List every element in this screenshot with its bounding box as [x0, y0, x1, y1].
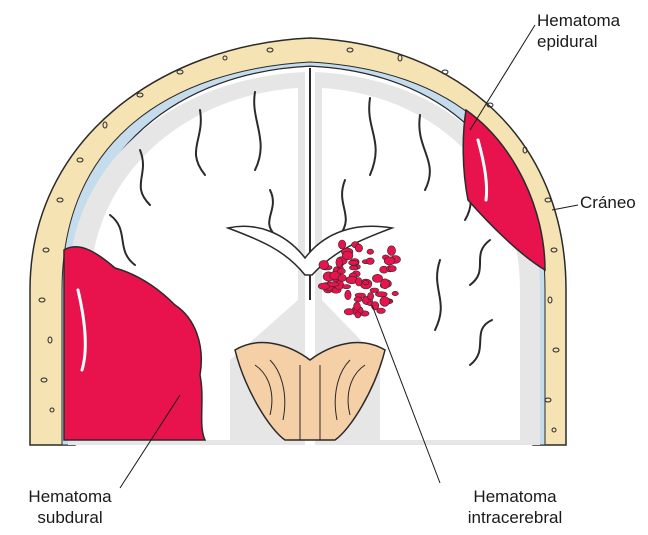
blood-clot-blob — [368, 293, 374, 301]
label-subdural-line1: Hematoma — [10, 486, 130, 507]
label-skull-text: Cráneo — [580, 192, 636, 213]
blood-clot-blob — [381, 279, 390, 289]
blood-clot-blob — [366, 258, 374, 265]
blood-clot-blob — [355, 312, 361, 318]
blood-clot-blob — [388, 266, 396, 272]
label-skull: Cráneo — [580, 192, 636, 213]
blood-clot-blob — [336, 257, 343, 267]
blood-clot-blob — [380, 297, 390, 307]
label-epidural-line2: epidural — [537, 31, 620, 52]
blood-clot-blob — [328, 282, 339, 287]
blood-clot-blob — [392, 291, 398, 295]
blood-clot-blob — [345, 290, 351, 300]
blood-clot-blob — [349, 260, 359, 265]
label-intracerebral-hematoma: Hematoma intracerebral — [450, 486, 580, 528]
label-intracerebral-line1: Hematoma — [450, 486, 580, 507]
label-epidural-hematoma: Hematoma epidural — [537, 10, 620, 52]
blood-clot-blob — [337, 269, 345, 274]
blood-clot-blob — [344, 309, 354, 315]
blood-clot-blob — [377, 308, 386, 313]
blood-clot-blob — [354, 297, 362, 302]
label-epidural-line1: Hematoma — [537, 10, 620, 31]
blood-clot-blob — [338, 274, 346, 281]
blood-clot-blob — [354, 302, 361, 310]
blood-clot-blob — [387, 246, 395, 256]
blood-clot-blob — [384, 257, 395, 265]
blood-clot-blob — [338, 240, 345, 249]
blood-clot-blob — [356, 278, 362, 286]
blood-clot-blob — [363, 281, 369, 285]
blood-clot-blob — [342, 251, 353, 260]
blood-clot-blob — [319, 260, 329, 269]
label-subdural-hematoma: Hematoma subdural — [10, 486, 130, 528]
blood-clot-blob — [355, 244, 362, 252]
blood-clot-blob — [370, 288, 379, 293]
blood-clot-blob — [367, 249, 374, 254]
blood-clot-blob — [349, 265, 357, 270]
label-subdural-line2: subdural — [10, 507, 130, 528]
label-intracerebral-line2: intracerebral — [450, 507, 580, 528]
blood-clot-blob — [342, 285, 350, 289]
